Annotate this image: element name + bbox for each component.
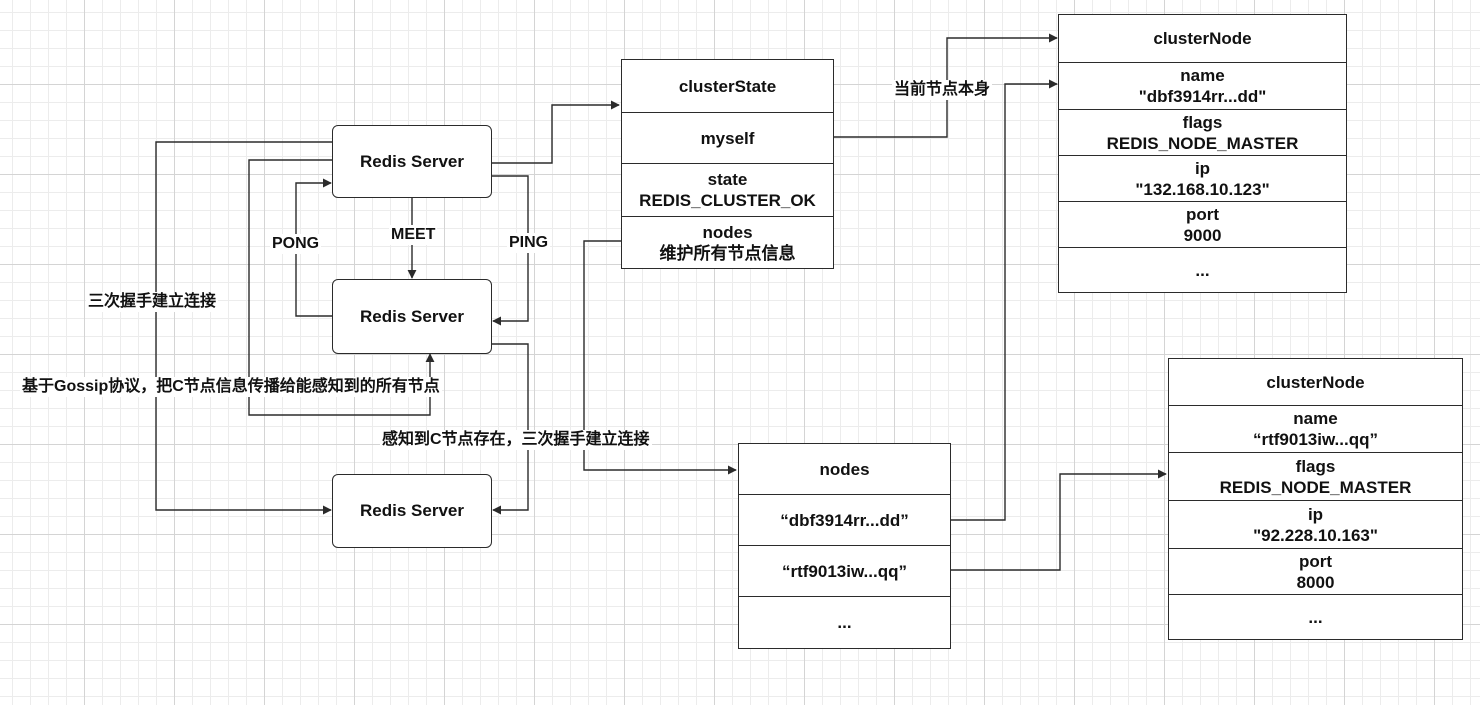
handshake-label: 三次握手建立连接	[86, 292, 219, 312]
nodes-dict-table[interactable]: nodes “dbf3914rr...dd” “rtf9013iw...qq” …	[738, 443, 951, 649]
server-to-clusterstate-arrow	[492, 100, 620, 164]
redis-server-c[interactable]: Redis Server	[332, 474, 492, 548]
nodes-dict-entry-more: ...	[837, 613, 852, 632]
cluster-node-1-ip: ip"132.168.10.123"	[1059, 156, 1346, 202]
nodes-dict-entry-1: “dbf3914rr...dd”	[739, 495, 950, 546]
myself-note-label: 当前节点本身	[892, 80, 993, 100]
sense-label: 感知到C节点存在，三次握手建立连接	[380, 430, 652, 450]
nodes-dict-entry-2: “rtf9013iw...qq”	[739, 546, 950, 597]
nodes-dict-title: nodes	[739, 444, 950, 495]
dict-entry2-to-clusternode-arrow	[951, 469, 1167, 571]
cluster-node-1-title: clusterNode	[1059, 15, 1346, 63]
cluster-node-2-ip: ip"92.228.10.163"	[1169, 501, 1462, 549]
cluster-state-title: clusterState	[622, 60, 833, 113]
redis-server-b[interactable]: Redis Server	[332, 279, 492, 354]
cluster-state-myself: myself	[622, 113, 833, 164]
cluster-node-2-name: name“rtf9013iw...qq”	[1169, 406, 1462, 453]
nodes-to-dict-arrow	[583, 240, 737, 475]
cluster-node-2-title: clusterNode	[1169, 359, 1462, 406]
meet-label: MEET	[389, 225, 438, 245]
gossip-label: 基于Gossip协议，把C节点信息传播给能感知到的所有节点	[20, 377, 442, 397]
redis-server-a[interactable]: Redis Server	[332, 125, 492, 198]
handshake-arrow	[155, 141, 332, 515]
ping-label: PING	[507, 233, 551, 253]
sense-arrow	[492, 343, 529, 515]
pong-label: PONG	[270, 234, 322, 254]
dict-entry1-to-clusternode-arrow	[951, 79, 1058, 521]
cluster-node-1-more: ...	[1195, 260, 1210, 280]
cluster-node-1-name: name"dbf3914rr...dd"	[1059, 63, 1346, 110]
cluster-node-2-more: ...	[1308, 607, 1323, 627]
